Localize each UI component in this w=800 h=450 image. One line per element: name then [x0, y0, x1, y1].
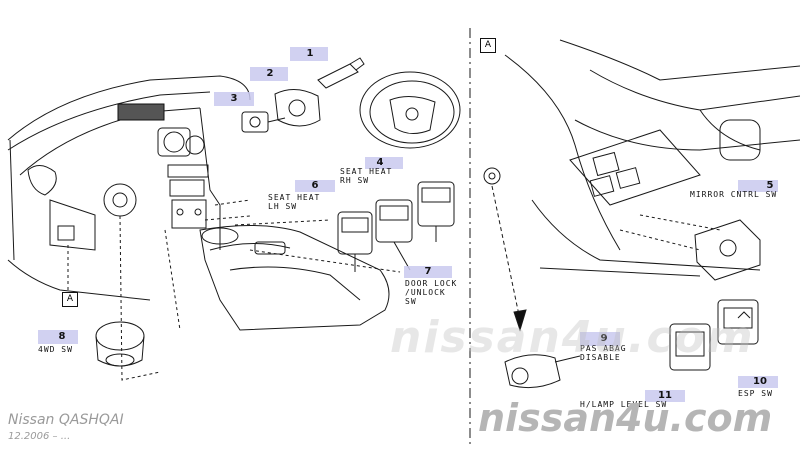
part-label-6: SEAT HEAT LH SW — [268, 193, 321, 211]
part-label-8: 4WD SW — [38, 345, 73, 354]
view-marker-a-top: A — [480, 38, 496, 53]
part-number-2[interactable]: 2 — [266, 68, 274, 79]
part-number-7[interactable]: 7 — [424, 266, 432, 277]
part-number-9[interactable]: 9 — [600, 333, 608, 344]
part-label-5: MIRROR CNTRL SW — [690, 190, 778, 199]
part-number-5[interactable]: 5 — [766, 180, 774, 191]
part-number-11[interactable]: 11 — [658, 390, 672, 401]
part-number-10[interactable]: 10 — [753, 376, 767, 387]
watermark-bottom-right: nissan4u.com — [478, 396, 773, 440]
footer-date: 12.2006 – ... — [8, 431, 71, 442]
part-number-3[interactable]: 3 — [230, 93, 238, 104]
part-number-6[interactable]: 6 — [311, 180, 319, 191]
watermark-center: nissan4u.com — [390, 312, 755, 363]
part-label-7: DOOR LOCK /UNLOCK SW — [405, 279, 458, 306]
footer-model: Nissan QASHQAI — [8, 412, 124, 428]
part-label-10: ESP SW — [738, 389, 773, 398]
part-number-4[interactable]: 4 — [376, 157, 384, 168]
part-label-9: PAS ABAG DISABLE — [580, 344, 627, 362]
part-label-11: H/LAMP LEVEL SW — [580, 400, 668, 409]
part-number-8[interactable]: 8 — [58, 331, 66, 342]
view-marker-a-left: A — [62, 292, 78, 307]
part-label-4: SEAT HEAT RH SW — [340, 167, 393, 185]
part-number-1[interactable]: 1 — [306, 48, 314, 59]
